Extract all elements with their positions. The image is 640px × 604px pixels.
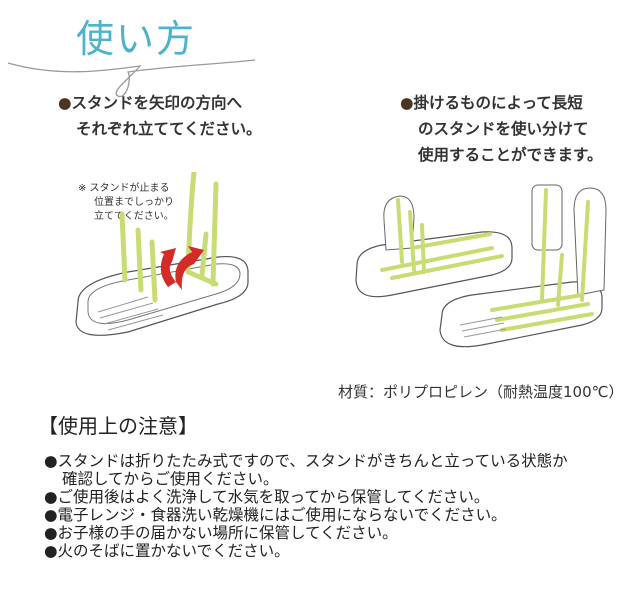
bullet-icon: ●: [44, 452, 58, 470]
list-item: ●スタンドは折りたたみ式ですので、スタンドがきちんと立っている状態か: [44, 452, 568, 470]
material-info: 材質：ポリプロピレン（耐熱温度100℃）: [338, 383, 624, 401]
page-title: 使い方: [76, 17, 197, 61]
decorative-swirl: [7, 59, 256, 98]
note-line: 立ててください。: [94, 211, 174, 222]
instruction-right: ●掛けるものによって長短 のスタンドを使い分けて 使用することができます。: [400, 90, 602, 168]
note-text: ※ スタンドが止まる 位置までしっかり 立ててください。: [78, 182, 174, 224]
caution-text: お子様の手の届かない場所に保管してください。: [57, 524, 398, 542]
bullet-icon: ●: [44, 506, 58, 524]
list-item: ●電子レンジ・食器洗い乾燥機にはご使用にならないでください。: [44, 506, 568, 524]
caution-text: 電子レンジ・食器洗い乾燥機にはご使用にならないでください。: [57, 506, 507, 524]
instruction-line: 使用することができます。: [418, 146, 603, 164]
list-item: ●火のそばに置かないでください。: [44, 542, 568, 560]
instruction-line: スタンドを矢印の方向へ: [71, 94, 243, 112]
bullet-icon: ●: [44, 524, 58, 542]
caution-heading: 【使用上の注意】: [38, 414, 198, 438]
bullet-icon: ●: [58, 94, 72, 112]
list-item: ●ご使用後はよく洗浄して水気を取ってから保管してください。: [44, 488, 568, 506]
instruction-line: それぞれ立ててください。: [76, 120, 262, 138]
rack-illustration-unfolding: [75, 172, 249, 336]
caution-text: スタンドは折りたたみ式ですので、スタンドがきちんと立っている状態か: [57, 452, 568, 470]
caution-list: ●スタンドは折りたたみ式ですので、スタンドがきちんと立っている状態か 確認してか…: [44, 452, 568, 560]
instruction-line: のスタンドを使い分けて: [418, 120, 589, 138]
note-line: 位置までしっかり: [94, 197, 174, 208]
list-item: ●お子様の手の届かない場所に保管してください。: [44, 524, 568, 542]
caution-text: ご使用後はよく洗浄して水気を取ってから保管してください。: [57, 488, 490, 506]
bullet-icon: ●: [400, 94, 414, 112]
note-line: ※ スタンドが止まる: [78, 183, 170, 194]
bullet-icon: ●: [44, 542, 58, 560]
instruction-left: ●スタンドを矢印の方向へ それぞれ立ててください。: [58, 90, 262, 142]
instruction-line: 掛けるものによって長短: [413, 94, 583, 112]
caution-text: 火のそばに置かないでください。: [57, 542, 290, 560]
caution-text: 確認してからご使用ください。: [62, 470, 279, 488]
bullet-icon: ●: [44, 488, 58, 506]
rack-illustration-uses: [355, 184, 607, 348]
